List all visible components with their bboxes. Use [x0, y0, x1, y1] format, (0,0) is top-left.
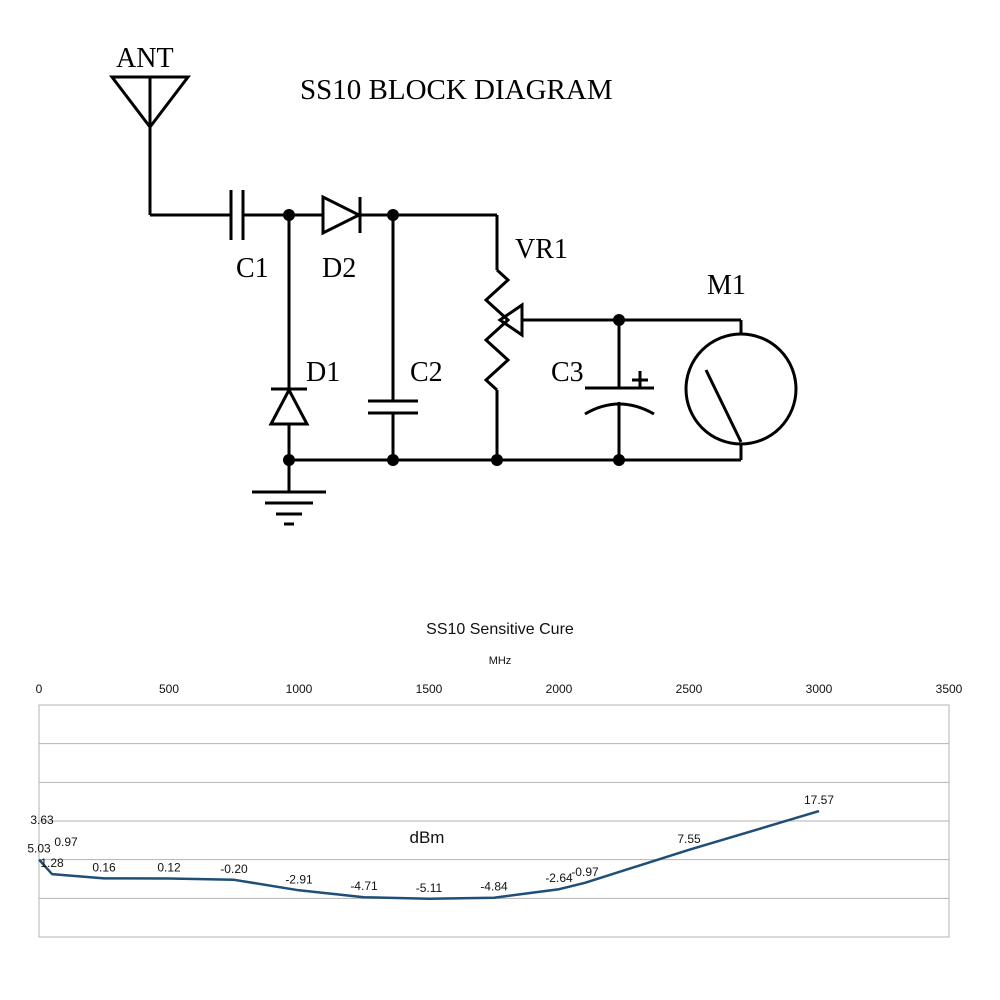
- junction-dot-icon: [387, 209, 399, 221]
- antenna-icon: [108, 75, 192, 215]
- junction-dot-icon: [491, 454, 503, 466]
- series-line: [38, 809, 820, 901]
- label-d1: D1: [306, 357, 341, 388]
- data-label: 0.16: [92, 860, 116, 874]
- label-ant: ANT: [116, 43, 174, 74]
- capacitor-icon-c2: [368, 215, 418, 460]
- x-tick-label: 3500: [936, 682, 963, 696]
- capacitor-icon-c1: [229, 190, 245, 240]
- label-c3: C3: [551, 357, 584, 388]
- chart-title: SS10 Sensitive Cure: [426, 621, 574, 638]
- junction-dot-icon: [613, 454, 625, 466]
- label-d2: D2: [322, 253, 357, 284]
- sensitivity-chart: 0 500 1000 1500 2000 2500 3000 3500 dBm 5.031.28 0…: [27, 682, 963, 938]
- data-label: -2.64: [545, 871, 573, 885]
- label-c2: C2: [410, 357, 443, 388]
- x-tick-label: 2500: [676, 682, 703, 696]
- meter-icon: [684, 332, 798, 446]
- ground-icon: [252, 460, 326, 526]
- data-label: 0.12: [157, 861, 181, 875]
- data-label: -4.71: [350, 879, 378, 893]
- data-label: -0.97: [571, 865, 599, 879]
- data-label: -4.84: [480, 880, 508, 894]
- x-tick-label: 0: [36, 682, 43, 696]
- data-label: -0.20: [220, 862, 248, 876]
- data-label: 17.57: [804, 793, 834, 807]
- data-label: 5.03: [27, 842, 51, 856]
- data-label: 3.63: [30, 813, 54, 827]
- variable-resistor-icon: [483, 268, 524, 392]
- data-label: 7.55: [677, 832, 701, 846]
- junction-dot-icon: [613, 314, 625, 326]
- diode-icon-d1: [268, 215, 310, 460]
- data-label: -5.11: [416, 881, 443, 895]
- x-tick-label: 500: [159, 682, 179, 696]
- junction-dots: [283, 209, 625, 466]
- diode-icon-d2: [321, 194, 363, 236]
- polarized-capacitor-icon-c3: [584, 320, 655, 460]
- x-tick-label: 1500: [416, 682, 443, 696]
- schematic-title: SS10 BLOCK DIAGRAM: [300, 74, 613, 106]
- junction-dot-icon: [283, 454, 295, 466]
- schematic-diagram: [108, 75, 798, 526]
- label-m1: M1: [707, 270, 746, 301]
- label-c1: C1: [236, 253, 269, 284]
- x-tick-label: 1000: [286, 682, 313, 696]
- data-label: 1.28: [40, 856, 64, 870]
- y-axis-title: dBm: [410, 828, 445, 847]
- junction-dot-icon: [283, 209, 295, 221]
- label-vr1: VR1: [515, 234, 568, 265]
- data-label: -2.91: [285, 872, 313, 886]
- x-tick-label: 2000: [546, 682, 573, 696]
- junction-dot-icon: [387, 454, 399, 466]
- x-tick-label: 3000: [806, 682, 833, 696]
- data-label: 0.97: [54, 835, 78, 849]
- x-axis-title: MHz: [488, 655, 512, 667]
